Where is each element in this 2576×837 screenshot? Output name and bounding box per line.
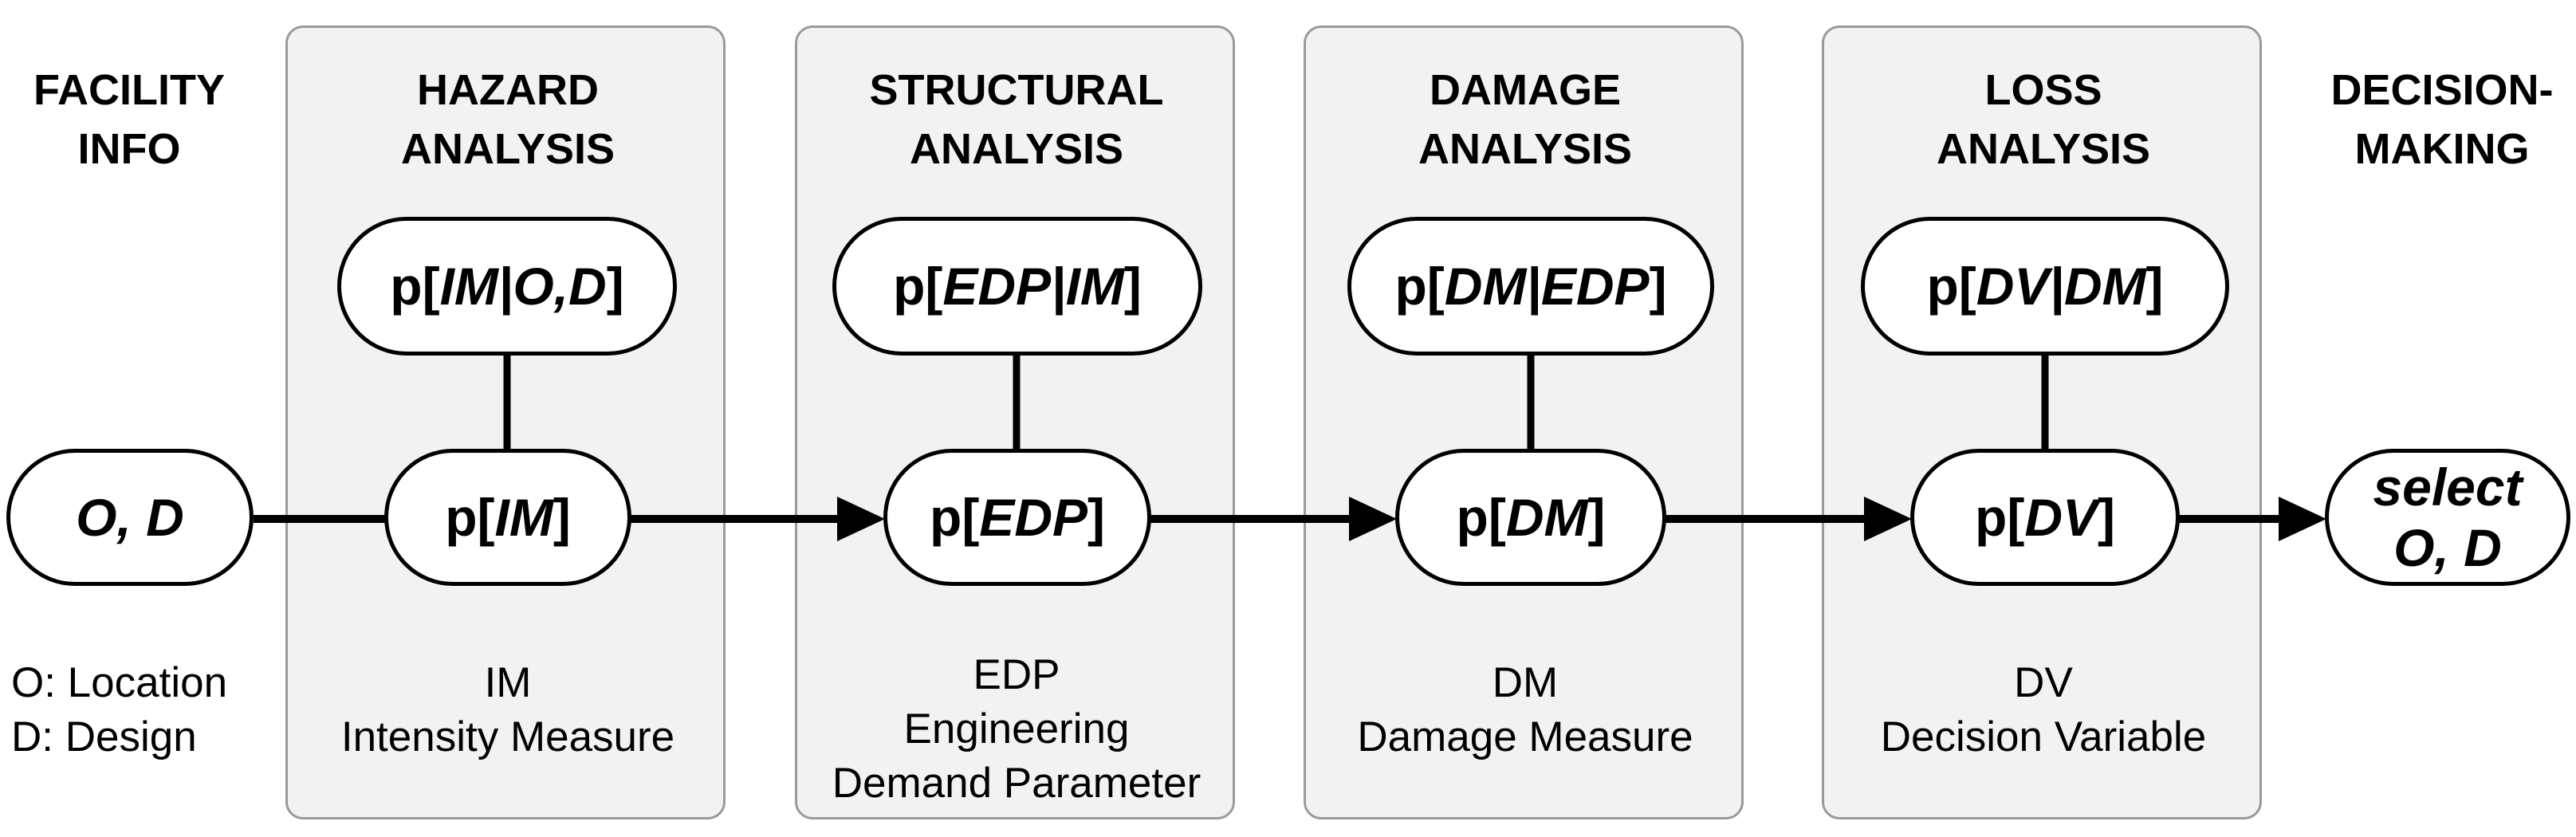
facility-node: O, D (6, 449, 254, 586)
damage-analysis-panel (1304, 26, 1744, 819)
decision-making-heading: DECISION-MAKING (2330, 66, 2554, 173)
hazard-im-node: p[IM] (384, 449, 631, 586)
damage-dm-node: p[DM] (1395, 449, 1666, 586)
arrowhead-damage (1349, 497, 1397, 541)
arrowhead-decision (2279, 497, 2326, 541)
arrowhead-structural (837, 497, 885, 541)
hazard-conditional-node: p[IM|O,D] (337, 217, 677, 356)
arrowhead-loss (1864, 497, 1912, 541)
structural-conditional-node: p[EDP|IM] (832, 217, 1202, 356)
loss-conditional-node: p[DV|DM] (1861, 217, 2229, 356)
loss-dv-node: p[DV] (1910, 449, 2180, 586)
structural-edp-node: p[EDP] (883, 449, 1151, 586)
damage-conditional-node: p[DM|EDP] (1347, 217, 1714, 356)
